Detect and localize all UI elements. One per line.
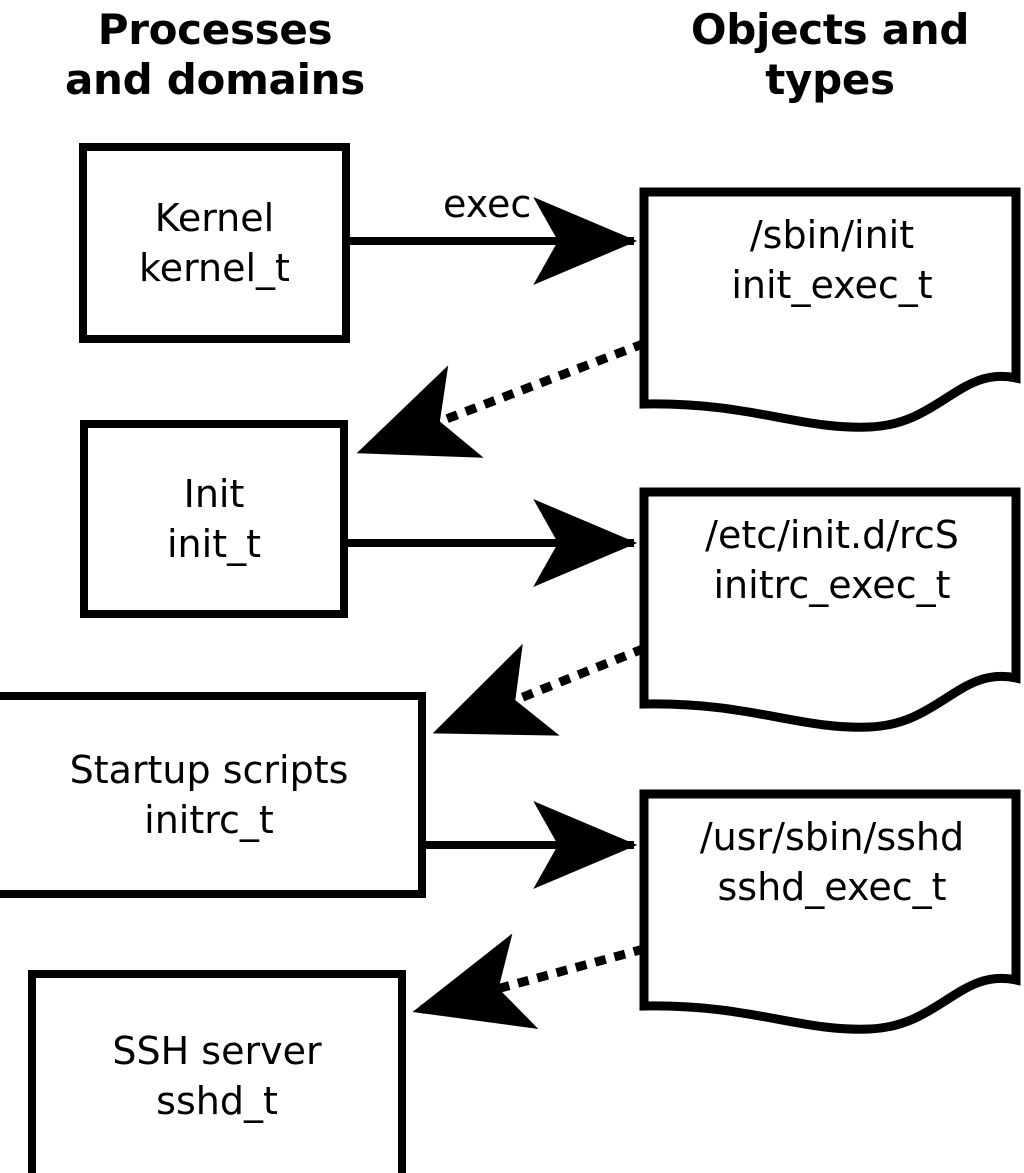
process-box-kernel-title: Kernel [154, 196, 275, 240]
process-box-init-title: Init [183, 472, 245, 516]
edge-initrc-exec-to-initrc-domain [430, 643, 646, 738]
process-box-initrc-type: initrc_t [144, 798, 274, 842]
process-box-initrc-title: Startup scripts [69, 748, 349, 792]
edge-label-exec: exec [443, 182, 532, 226]
column-header-processes: Processes and domains [65, 5, 365, 104]
object-doc-initrc-exec-shape [639, 487, 1021, 732]
object-doc-sshd-exec-shape [639, 789, 1021, 1034]
process-box-sshd[interactable]: SSH server sshd_t [28, 970, 406, 1173]
edge-sshd-exec-to-sshd-domain [410, 933, 646, 1029]
process-box-kernel[interactable]: Kernel kernel_t [79, 143, 350, 343]
object-doc-init-exec-shape [639, 187, 1021, 432]
object-doc-initrc-exec[interactable]: /etc/init.d/rcS initrc_exec_t [639, 487, 1024, 738]
process-box-sshd-type: sshd_t [156, 1079, 278, 1123]
process-box-kernel-type: kernel_t [139, 246, 290, 290]
process-box-sshd-title: SSH server [112, 1029, 322, 1073]
process-box-init[interactable]: Init init_t [80, 420, 348, 618]
object-doc-sshd-exec[interactable]: /usr/sbin/sshd sshd_exec_t [639, 789, 1024, 1040]
edge-init-exec-to-init-domain [354, 339, 646, 458]
column-header-objects: Objects and types [690, 5, 970, 104]
process-box-init-type: init_t [167, 522, 261, 566]
process-box-initrc[interactable]: Startup scripts initrc_t [0, 692, 426, 898]
object-doc-init-exec[interactable]: /sbin/init init_exec_t [639, 187, 1024, 438]
